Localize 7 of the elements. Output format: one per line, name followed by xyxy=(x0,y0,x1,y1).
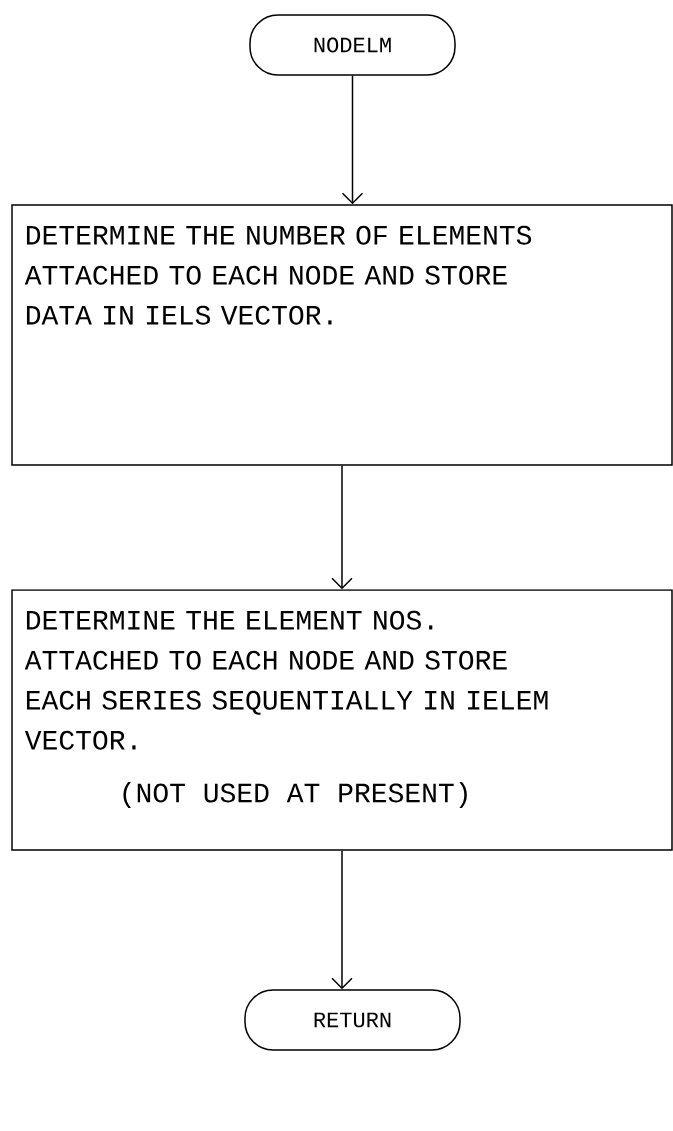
arrow xyxy=(331,465,353,590)
terminal-box: NODELM xyxy=(249,14,456,76)
process-box: DETERMINE THE NUMBER OF ELEMENTS ATTACHED TO EACH NODE AND STORE DATA IN IELS VECTOR. xyxy=(11,204,673,466)
process-box: DETERMINE THE ELEMENT NOS. ATTACHED TO EACH NODE AND STORE EACH SERIES SEQUENTIALLY IN IELEM VECTOR. (NOT USED AT PRESENT) xyxy=(11,589,673,851)
arrow xyxy=(331,850,353,990)
terminal-box: RETURN xyxy=(244,989,461,1051)
arrow xyxy=(341,75,364,205)
